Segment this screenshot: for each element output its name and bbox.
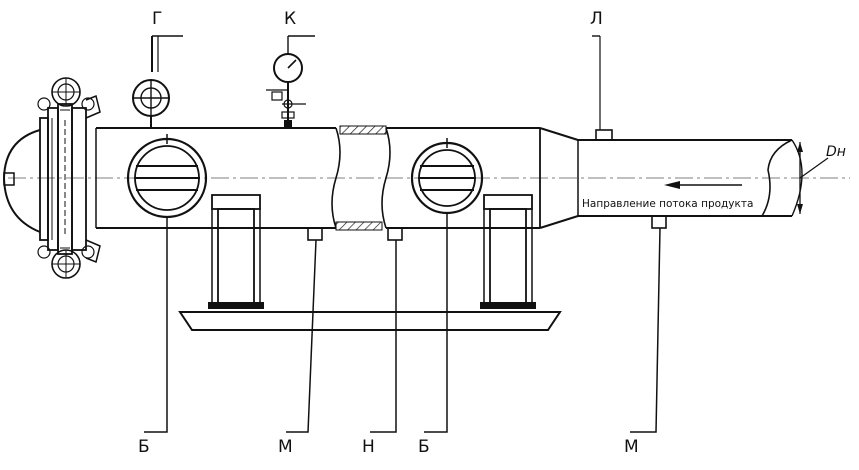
flange-bolts-bottom	[37, 245, 95, 279]
left-flange-assembly	[39, 94, 101, 264]
nozzle-top-l	[592, 35, 613, 141]
break-section	[331, 125, 391, 231]
label-m-left: М	[278, 437, 293, 457]
left-head-cap	[2, 129, 41, 233]
outlet-pipe	[539, 127, 803, 229]
flow-direction-text: Направление потока продукта	[582, 198, 753, 210]
flange-bolts-top	[37, 77, 95, 111]
label-n: Н	[362, 437, 375, 457]
support-saddle-right	[480, 194, 536, 309]
nozzle-bottom-m1	[307, 227, 323, 241]
sight-glass-right	[410, 138, 484, 215]
label-diameter: Dн	[826, 144, 846, 160]
label-b-left: Б	[138, 437, 150, 457]
label-m-right: М	[624, 437, 639, 457]
sight-glass-left	[126, 134, 208, 219]
label-b-right: Б	[418, 437, 430, 457]
base-plate	[178, 311, 562, 331]
flow-arrow	[664, 181, 742, 189]
label-l: Л	[590, 9, 603, 29]
label-k: К	[284, 9, 296, 29]
thermometer-instrument	[132, 35, 183, 128]
shell-body	[95, 127, 541, 229]
support-saddle-left	[208, 194, 264, 309]
nozzle-bottom-m2	[651, 215, 667, 229]
pressure-gauge-instrument	[266, 35, 315, 128]
nozzle-bottom-n	[387, 227, 403, 241]
diameter-dimension	[797, 142, 829, 214]
label-g: Г	[152, 9, 162, 29]
leader-lines-bottom	[144, 213, 661, 433]
